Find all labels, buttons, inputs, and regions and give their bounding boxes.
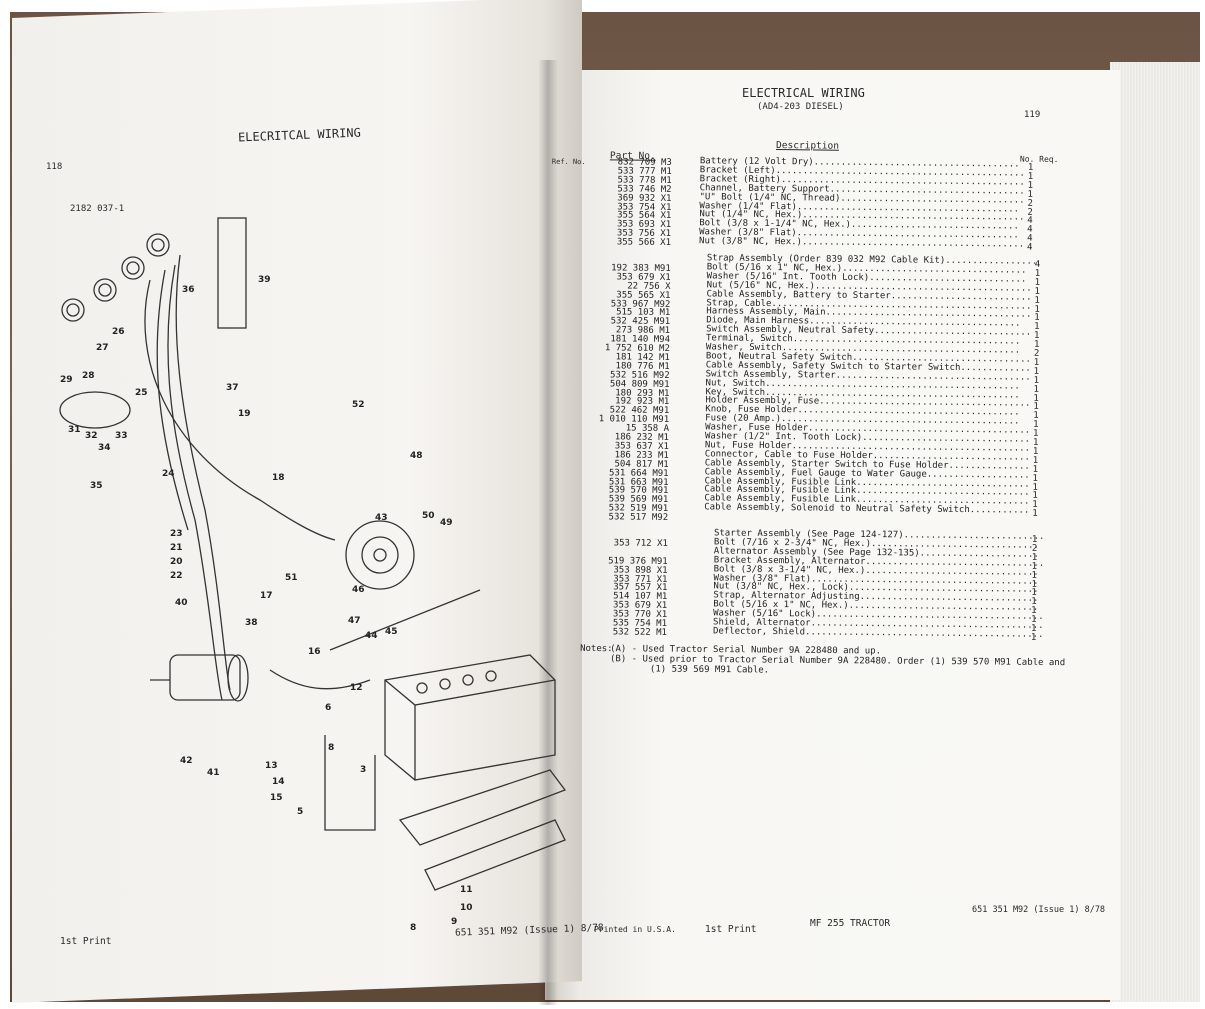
svg-text:6: 6 — [325, 703, 331, 713]
svg-text:32: 32 — [85, 431, 98, 441]
svg-text:8: 8 — [328, 743, 334, 753]
part-number — [576, 530, 668, 531]
part-description: Deflector, Shield.......................… — [712, 626, 1044, 640]
right-footer-code: 651 351 M92 (Issue 1) 8/78 — [972, 905, 1106, 915]
svg-text:10: 10 — [460, 903, 473, 913]
svg-text:48: 48 — [410, 451, 423, 461]
svg-text:51: 51 — [285, 573, 298, 583]
svg-text:40: 40 — [175, 598, 188, 608]
svg-text:38: 38 — [245, 618, 258, 628]
svg-text:22: 22 — [170, 571, 183, 581]
svg-text:29: 29 — [60, 375, 73, 385]
part-number — [579, 255, 671, 256]
svg-text:9: 9 — [451, 917, 457, 927]
part-number: 532 522 M1 — [612, 627, 668, 638]
svg-text:50: 50 — [422, 511, 435, 521]
right-page-title: ELECTRICAL WIRING — [742, 86, 865, 100]
left-footer-print: 1st Print — [60, 936, 112, 947]
svg-text:45: 45 — [385, 627, 398, 637]
svg-text:8: 8 — [410, 923, 416, 930]
svg-text:20: 20 — [170, 557, 183, 567]
svg-text:31: 31 — [68, 425, 81, 435]
svg-text:52: 52 — [352, 400, 365, 410]
qty-header: No. Req. — [1019, 154, 1059, 165]
part-description: Nut (3/8" NC, Hex.).....................… — [698, 236, 1025, 250]
svg-text:18: 18 — [272, 473, 285, 483]
svg-text:47: 47 — [348, 616, 361, 626]
svg-text:17: 17 — [260, 591, 273, 601]
svg-text:13: 13 — [265, 761, 278, 771]
svg-text:15: 15 — [270, 793, 283, 803]
svg-text:24: 24 — [162, 469, 175, 479]
part-number: 355 566 X1 — [616, 237, 672, 249]
svg-text:21: 21 — [170, 543, 183, 553]
page-stack-edge — [1110, 62, 1200, 1002]
part-quantity: 1 — [1032, 508, 1038, 519]
svg-text:11: 11 — [460, 885, 473, 895]
notes-section: Notes: (A) - Used Tractor Serial Number … — [580, 644, 1065, 678]
svg-text:23: 23 — [170, 529, 183, 539]
part-description: Cable Assembly, Solenoid to Neutral Safe… — [704, 502, 1030, 516]
svg-text:44: 44 — [365, 631, 378, 641]
part-quantity: 1 — [1030, 632, 1037, 643]
svg-text:49: 49 — [440, 518, 453, 528]
parts-list: Description Part No. Ref. No. No. Req. 8… — [552, 140, 1100, 675]
svg-text:16: 16 — [308, 647, 321, 657]
svg-text:14: 14 — [272, 777, 285, 787]
svg-text:41: 41 — [207, 768, 220, 778]
svg-text:27: 27 — [96, 343, 109, 353]
svg-text:12: 12 — [350, 683, 363, 693]
right-footer-print: 1st Print — [705, 924, 757, 935]
part-number: 353 712 X1 — [613, 538, 668, 549]
right-page-subtitle: (AD4-203 DIESEL) — [757, 102, 844, 112]
right-footer-model: MF 255 TRACTOR — [810, 918, 891, 929]
svg-text:33: 33 — [115, 431, 128, 441]
part-number: 532 517 M92 — [608, 512, 669, 524]
svg-text:28: 28 — [82, 371, 95, 381]
svg-text:19: 19 — [238, 409, 251, 419]
svg-text:25: 25 — [135, 388, 148, 398]
svg-text:5: 5 — [297, 807, 303, 817]
svg-text:36: 36 — [182, 285, 195, 295]
svg-text:37: 37 — [226, 383, 239, 393]
left-page-number: 118 — [46, 162, 63, 172]
part-quantity: 4 — [1026, 242, 1033, 253]
description-header: Description — [775, 140, 840, 152]
svg-text:42: 42 — [180, 756, 193, 766]
svg-text:35: 35 — [90, 481, 103, 491]
svg-text:34: 34 — [98, 443, 111, 453]
book-gutter — [538, 60, 558, 1005]
svg-text:46: 46 — [352, 585, 365, 595]
printed-in-usa: Printed in U.S.A. — [594, 925, 676, 934]
svg-text:3: 3 — [360, 765, 366, 775]
diagram-reference: 2182 037-1 — [70, 204, 125, 214]
svg-text:26: 26 — [112, 327, 125, 337]
svg-text:43: 43 — [375, 513, 388, 523]
svg-text:39: 39 — [258, 275, 271, 285]
right-page — [545, 70, 1120, 1000]
right-page-number: 119 — [1024, 110, 1041, 120]
